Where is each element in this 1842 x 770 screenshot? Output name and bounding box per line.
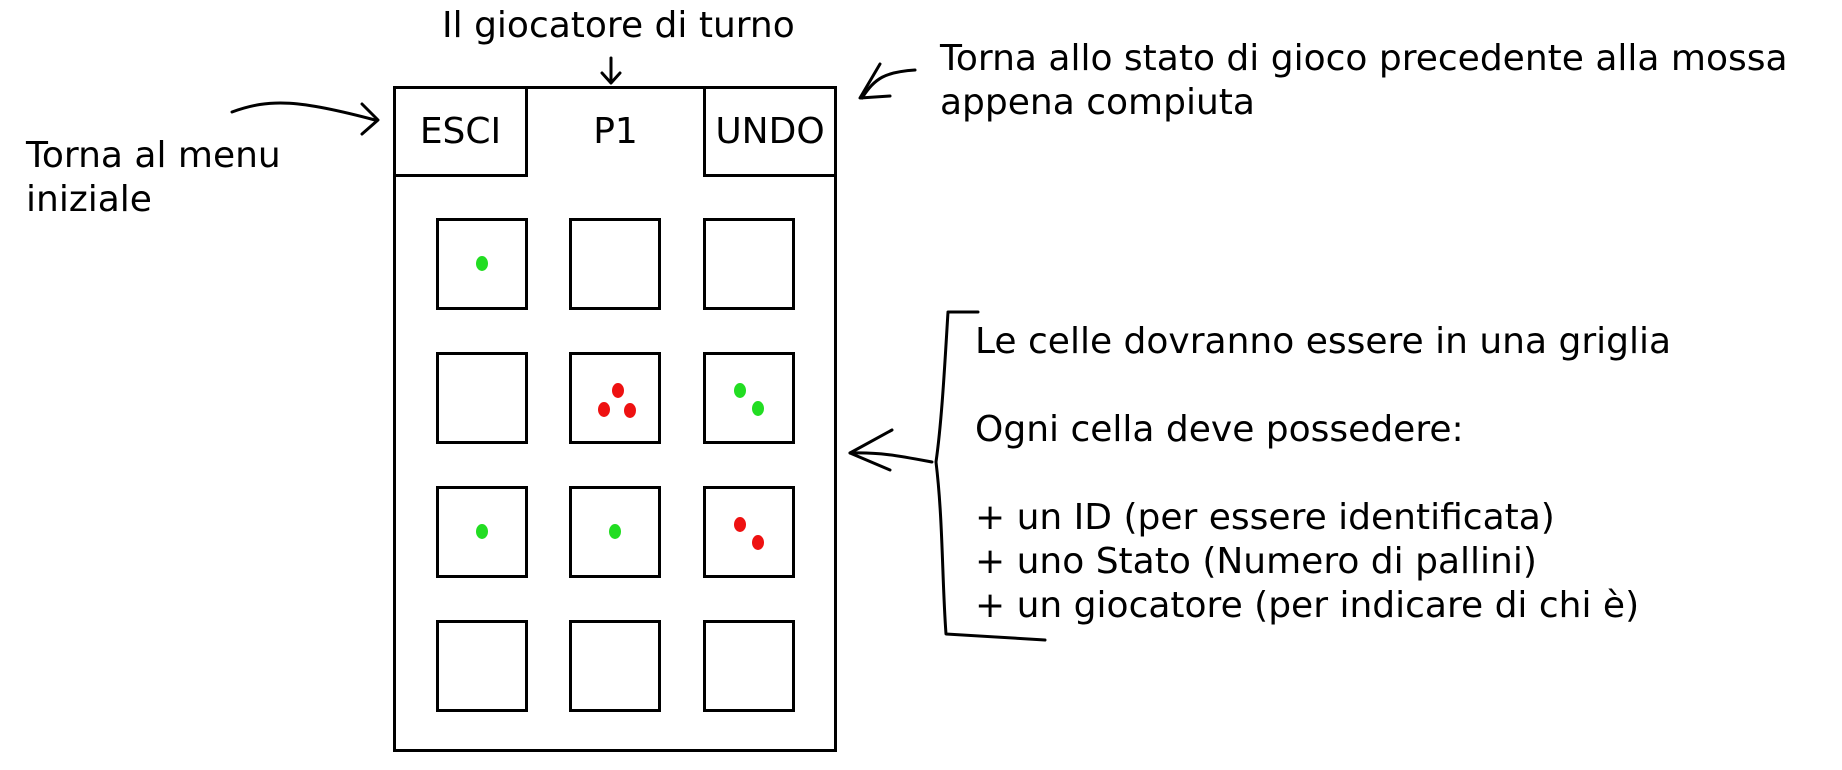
undo-arrow: [860, 68, 917, 100]
grid-cell[interactable]: [436, 486, 528, 578]
cell-dot: [624, 403, 636, 418]
grid-annotation-line-2: Ogni cella deve possedere:: [975, 409, 1464, 450]
exit-annotation-line-1: Torna al menu: [26, 135, 281, 176]
undo-annotation-line-2: appena compiuta: [940, 82, 1255, 123]
cell-dot: [734, 517, 746, 532]
cell-dot: [476, 256, 488, 271]
current-player-annotation: Il giocatore di turno: [442, 5, 795, 46]
cell-dot: [598, 402, 610, 417]
grid-annotation-line-4: + uno Stato (Numero di pallini): [975, 541, 1537, 582]
cell-dot: [752, 401, 764, 416]
cell-dot: [752, 535, 764, 550]
grid-annotation-line-3: + un ID (per essere identificata): [975, 497, 1555, 538]
grid-cell[interactable]: [703, 218, 795, 310]
grid-arrow: [848, 451, 934, 464]
current-player-label: P1: [593, 111, 638, 152]
grid-cell[interactable]: [569, 620, 661, 712]
undo-button[interactable]: UNDO: [703, 86, 837, 177]
grid-cell[interactable]: [436, 620, 528, 712]
cell-dot: [734, 383, 746, 398]
grid-cell[interactable]: [703, 620, 795, 712]
grid-cell[interactable]: [569, 352, 661, 444]
grid-annotation-line-1: Le celle dovranno essere in una griglia: [975, 321, 1672, 362]
cell-dot: [476, 524, 488, 539]
cell-dot: [609, 524, 621, 539]
grid-cell[interactable]: [703, 486, 795, 578]
exit-arrow: [230, 101, 377, 122]
exit-button[interactable]: ESCI: [393, 86, 528, 177]
grid-cell[interactable]: [569, 486, 661, 578]
exit-annotation-line-2: iniziale: [26, 179, 152, 220]
grid-cell[interactable]: [703, 352, 795, 444]
undo-annotation-line-1: Torna allo stato di gioco precedente all…: [940, 38, 1788, 79]
cell-dot: [612, 383, 624, 398]
grid-annotation-line-5: + un giocatore (per indicare di chi è): [975, 585, 1640, 626]
grid-cell[interactable]: [436, 218, 528, 310]
grid-cell[interactable]: [569, 218, 661, 310]
game-screen-frame: [393, 86, 837, 752]
grid-cell[interactable]: [436, 352, 528, 444]
